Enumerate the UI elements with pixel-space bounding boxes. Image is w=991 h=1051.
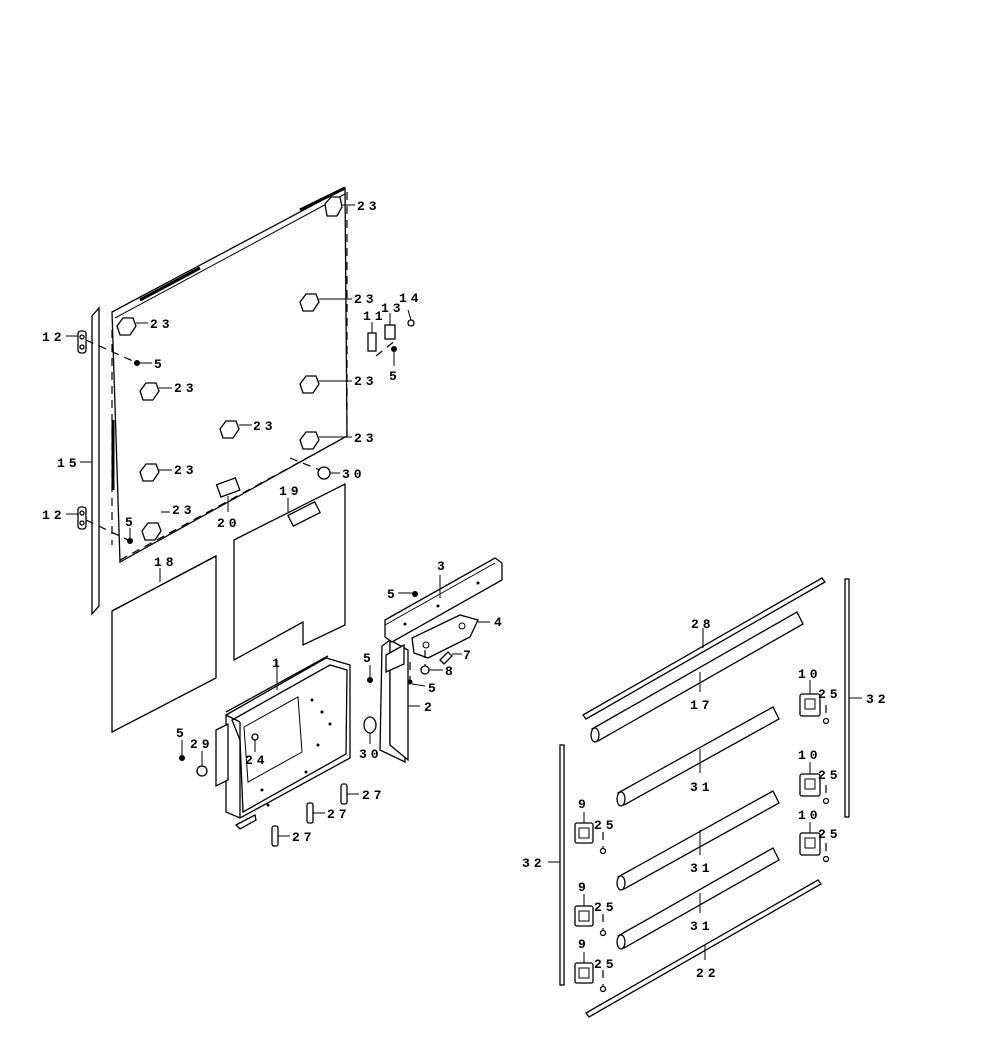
brackets-12 — [66, 330, 136, 541]
bushing-30-lower — [363, 716, 377, 744]
leaders-23 — [136, 204, 355, 513]
callout-11: 11 — [363, 309, 387, 324]
callout-25: 25 — [818, 687, 842, 702]
side-plate — [215, 722, 229, 788]
callout-31: 31 — [690, 861, 714, 876]
callout-23: 23 — [172, 503, 196, 518]
callout-5: 5 — [387, 587, 399, 602]
callout-10: 10 — [798, 748, 822, 763]
callout-5: 5 — [363, 651, 375, 666]
callout-10: 10 — [798, 667, 822, 682]
callout-27: 27 — [292, 830, 316, 845]
strip-22 — [585, 879, 822, 1018]
callout-28: 28 — [691, 617, 715, 632]
callout-25: 25 — [594, 818, 618, 833]
callout-22: 22 — [696, 966, 720, 981]
pads-23 — [116, 196, 343, 541]
callout-23: 23 — [174, 381, 198, 396]
callout-2: 2 — [424, 700, 436, 715]
callout-32: 32 — [866, 692, 890, 707]
callout-7: 7 — [463, 648, 475, 663]
bushing-30-upper — [289, 457, 340, 480]
screws-5 — [127, 346, 397, 544]
callout-27: 27 — [362, 788, 386, 803]
callout-25: 25 — [594, 900, 618, 915]
callout-29: 29 — [190, 737, 214, 752]
hinge-4 — [411, 614, 490, 659]
callout-25: 25 — [818, 768, 842, 783]
callout-24: 24 — [245, 753, 269, 768]
callout-5: 5 — [154, 357, 166, 372]
callout-30: 30 — [359, 747, 383, 762]
callout-3: 3 — [437, 559, 449, 574]
callout-labels: 23 23 23 23 23 23 23 23 23 14 13 11 5 5 … — [42, 199, 890, 981]
sheet-18 — [111, 554, 217, 734]
side-strips-32 — [548, 578, 862, 986]
callout-27: 27 — [327, 807, 351, 822]
callout-19: 19 — [279, 484, 303, 499]
callout-9: 9 — [578, 880, 590, 895]
bracket-2 — [379, 638, 420, 764]
callout-25: 25 — [594, 957, 618, 972]
screw-5-and-29 — [179, 740, 208, 777]
callout-4: 4 — [494, 615, 506, 630]
screws-25 — [599, 705, 830, 993]
hardware-7-8-5 — [367, 650, 462, 687]
callout-23: 23 — [354, 292, 378, 307]
label-plate-20 — [215, 477, 241, 512]
rail-3 — [384, 557, 503, 643]
callout-14: 14 — [399, 291, 423, 306]
sheet-19 — [233, 482, 346, 662]
callout-23: 23 — [357, 199, 381, 214]
callout-9: 9 — [578, 937, 590, 952]
callout-1: 1 — [272, 656, 284, 671]
callout-18: 18 — [154, 555, 178, 570]
callout-12: 12 — [42, 330, 66, 345]
lamps-31 — [616, 706, 780, 950]
callout-31: 31 — [690, 780, 714, 795]
callout-17: 17 — [690, 698, 714, 713]
callout-10: 10 — [798, 808, 822, 823]
callout-23: 23 — [354, 431, 378, 446]
callout-5: 5 — [125, 515, 137, 530]
side-rail-15 — [80, 306, 100, 616]
callout-30: 30 — [342, 467, 366, 482]
main-panel — [111, 186, 348, 564]
reflector-strip-28 — [582, 577, 826, 720]
callout-5: 5 — [176, 726, 188, 741]
callout-12: 12 — [42, 508, 66, 523]
callout-31: 31 — [690, 919, 714, 934]
callout-13: 13 — [381, 301, 405, 316]
callout-23: 23 — [354, 374, 378, 389]
callout-9: 9 — [578, 797, 590, 812]
lamp-holders-9 — [574, 812, 594, 984]
pins-27 — [271, 783, 359, 847]
lamp-holders-10 — [799, 680, 821, 856]
callout-5: 5 — [389, 369, 401, 384]
frame-1 — [225, 655, 351, 830]
callout-8: 8 — [445, 664, 457, 679]
callout-23: 23 — [253, 419, 277, 434]
lamp-17 — [590, 611, 804, 743]
callout-15: 15 — [57, 456, 81, 471]
screw-5-rail — [398, 591, 418, 597]
callout-25: 25 — [818, 827, 842, 842]
hardware-11-13-14 — [367, 309, 415, 357]
callout-23: 23 — [174, 463, 198, 478]
callout-23: 23 — [150, 317, 174, 332]
callout-5: 5 — [428, 681, 440, 696]
callout-20: 20 — [217, 516, 241, 531]
callout-32: 32 — [522, 856, 546, 871]
